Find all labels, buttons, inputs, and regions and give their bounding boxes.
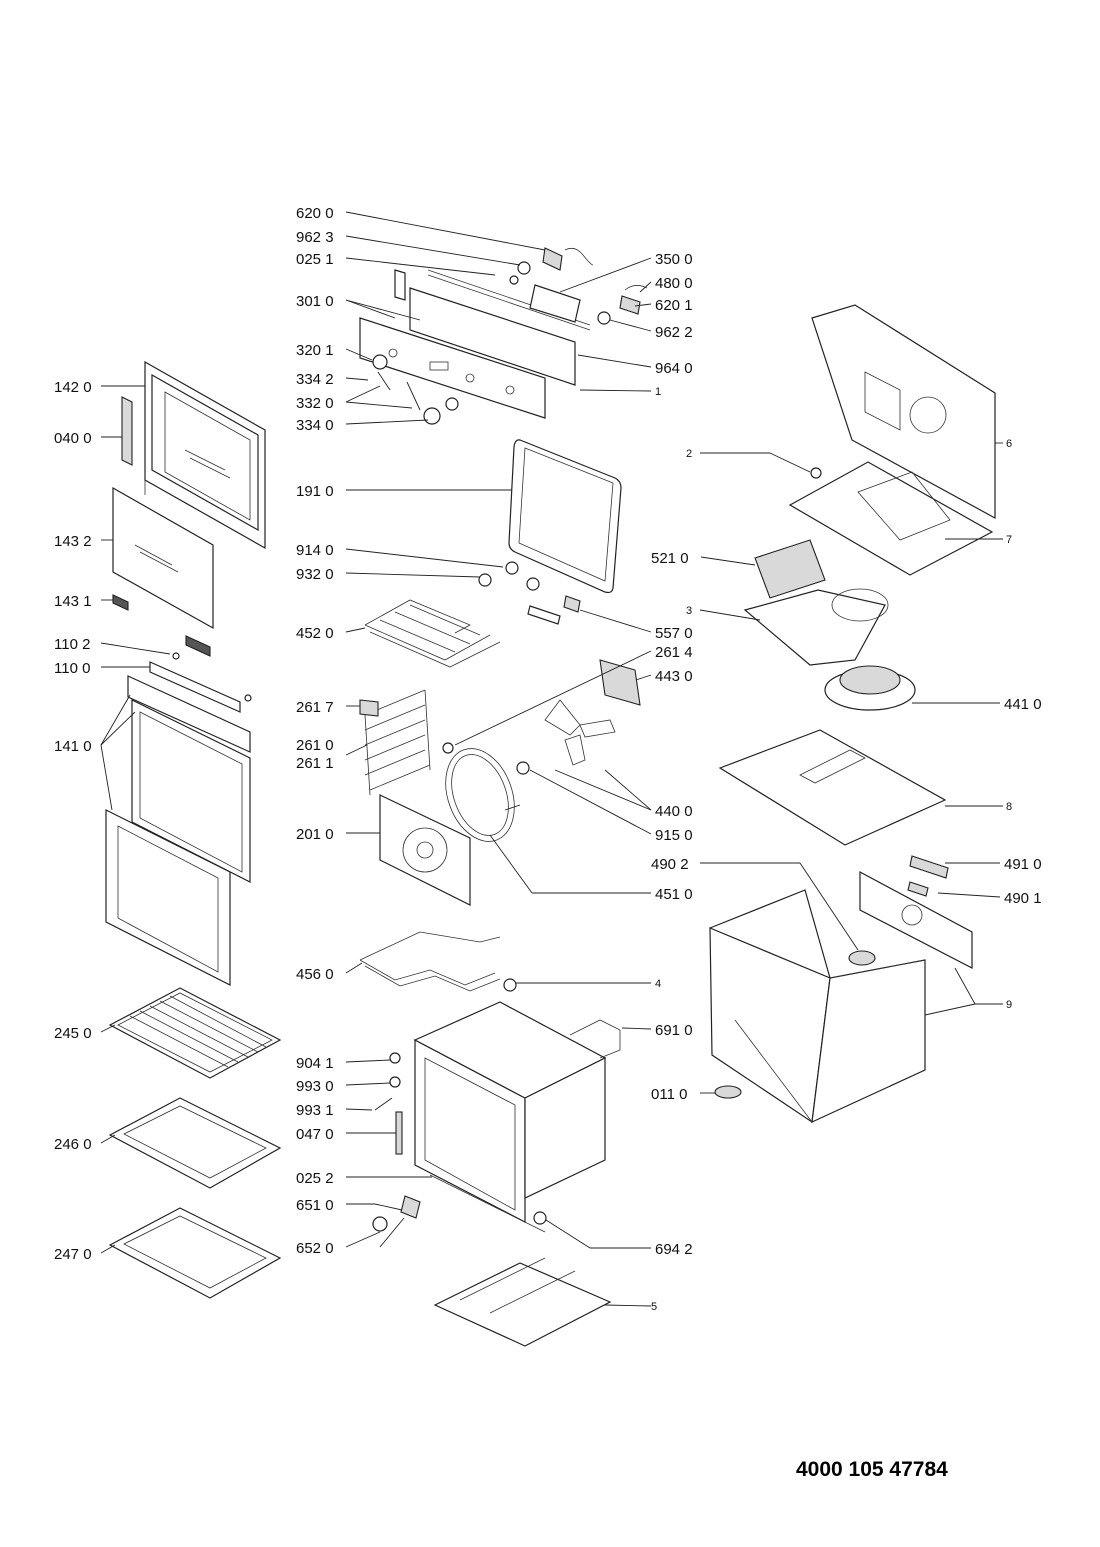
grill-heater-452 xyxy=(364,561,581,668)
side-rails-261 xyxy=(359,689,454,796)
small-fittings xyxy=(372,1052,547,1233)
part-label: 246 0 xyxy=(54,1136,92,1153)
part-label: 651 0 xyxy=(296,1197,334,1214)
wire-shelf-245 xyxy=(108,987,282,1079)
part-label: 261 4 xyxy=(655,644,693,661)
cooling-fan-441 xyxy=(824,665,916,711)
part-label: 025 1 xyxy=(296,251,334,268)
part-label: 490 2 xyxy=(651,856,689,873)
part-label: 7 xyxy=(1006,534,1012,546)
part-label: 490 1 xyxy=(1004,890,1042,907)
oven-gasket-191 xyxy=(508,439,622,594)
part-label: 962 3 xyxy=(296,229,334,246)
part-label: 620 0 xyxy=(296,205,334,222)
part-label: 6 xyxy=(1006,438,1012,450)
part-label: 9 xyxy=(1006,999,1012,1011)
part-label: 1 xyxy=(655,386,661,398)
part-label: 993 1 xyxy=(296,1102,334,1119)
part-label: 201 0 xyxy=(296,826,334,843)
bottom-heater-456 xyxy=(359,931,501,992)
part-label: 247 0 xyxy=(54,1246,92,1263)
part-label: 2 xyxy=(686,448,692,460)
fan-motor-443 xyxy=(516,659,641,775)
oven-cavity xyxy=(413,978,621,1223)
part-label: 620 1 xyxy=(655,297,693,314)
part-label: 491 0 xyxy=(1004,856,1042,873)
insulation-3 xyxy=(743,588,889,666)
part-label: 025 2 xyxy=(296,1170,334,1187)
part-label: 456 0 xyxy=(296,966,334,983)
part-label: 694 2 xyxy=(655,1241,693,1258)
part-label: 320 1 xyxy=(296,342,334,359)
part-label: 047 0 xyxy=(296,1126,334,1143)
part-label: 440 0 xyxy=(655,803,693,820)
part-label: 261 7 xyxy=(296,699,334,716)
outer-door-glass-141 xyxy=(105,675,251,986)
part-label: 143 2 xyxy=(54,533,92,550)
part-label: 261 0 xyxy=(296,737,334,754)
back-panel-6 xyxy=(811,304,996,520)
control-parts xyxy=(372,247,648,425)
part-label: 334 0 xyxy=(296,417,334,434)
inner-glass-143 xyxy=(112,486,214,657)
circular-heater-451 xyxy=(445,748,521,842)
electronic-module-521 xyxy=(754,539,826,599)
bottom-panel-5 xyxy=(433,1257,612,1347)
part-labels: 620 0 962 3 025 1 301 0 320 1 334 2 332 … xyxy=(54,205,1042,1313)
part-label: 110 0 xyxy=(54,660,90,677)
part-label: 904 1 xyxy=(296,1055,334,1072)
insulation-8 xyxy=(718,729,947,846)
part-label: 8 xyxy=(1006,801,1012,813)
part-label: 191 0 xyxy=(296,483,334,500)
part-label: 962 2 xyxy=(655,324,693,341)
part-label: 914 0 xyxy=(296,542,334,559)
part-label: 691 0 xyxy=(655,1022,693,1039)
rear-panel-490 xyxy=(848,855,973,969)
part-label: 480 0 xyxy=(655,275,693,292)
part-label: 443 0 xyxy=(655,668,693,685)
part-label: 142 0 xyxy=(54,379,92,396)
part-label: 451 0 xyxy=(655,886,693,903)
part-label: 110 2 xyxy=(54,636,90,653)
part-label: 350 0 xyxy=(655,251,693,268)
document-number: 4000 105 47784 xyxy=(796,1458,948,1481)
control-panel-301 xyxy=(359,269,591,419)
part-label: 141 0 xyxy=(54,738,92,755)
part-label: 011 0 xyxy=(651,1086,687,1103)
part-label: 915 0 xyxy=(655,827,693,844)
baking-tray-247 xyxy=(108,1207,282,1299)
part-label: 521 0 xyxy=(651,550,689,567)
part-label: 5 xyxy=(651,1301,657,1313)
leader-lines xyxy=(100,211,1003,1307)
part-label: 040 0 xyxy=(54,430,92,447)
part-label: 557 0 xyxy=(655,625,693,642)
part-label: 441 0 xyxy=(1004,696,1042,713)
top-panel-7 xyxy=(788,461,994,576)
fan-cover-201 xyxy=(379,794,471,906)
housing-9 xyxy=(709,889,926,1124)
part-label: 452 0 xyxy=(296,625,334,642)
part-label: 652 0 xyxy=(296,1240,334,1257)
baking-tray-246 xyxy=(108,1097,282,1189)
part-label: 261 1 xyxy=(296,755,334,772)
part-label: 932 0 xyxy=(296,566,334,583)
part-label: 3 xyxy=(686,605,692,617)
part-label: 964 0 xyxy=(655,360,693,377)
part-label: 993 0 xyxy=(296,1078,334,1095)
door-handle-110 xyxy=(149,652,252,713)
part-label: 143 1 xyxy=(54,593,92,610)
part-label: 332 0 xyxy=(296,395,334,412)
part-label: 4 xyxy=(655,978,661,990)
door-frame-142 xyxy=(121,360,266,550)
part-label: 334 2 xyxy=(296,371,334,388)
part-label: 245 0 xyxy=(54,1025,92,1042)
part-label: 301 0 xyxy=(296,293,334,310)
